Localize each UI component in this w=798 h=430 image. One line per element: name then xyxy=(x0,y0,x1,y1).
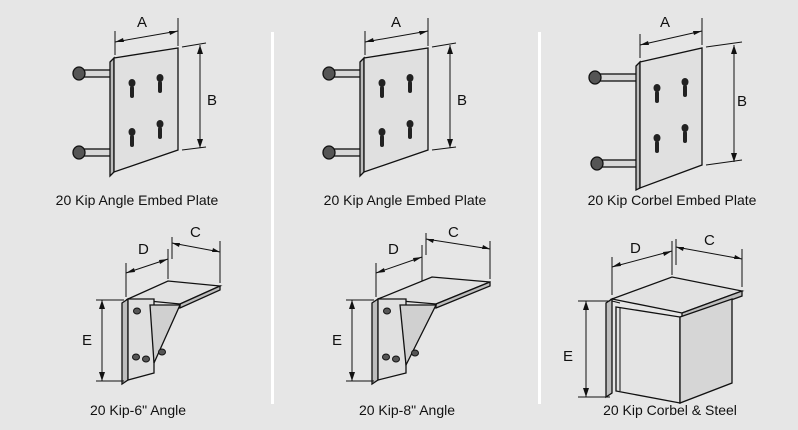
caption-20-kip-6-inch-angle: 20 Kip-6" Angle xyxy=(89,402,187,418)
caption-20-kip-corbel-embed-plate: 20 Kip Corbel Embed Plate xyxy=(587,192,757,208)
column-divider-right xyxy=(538,32,541,404)
dimension-label-a: A xyxy=(660,14,670,31)
caption-20-kip-angle-embed-plate-2: 20 Kip Angle Embed Plate xyxy=(323,192,487,208)
caption-20-kip-angle-embed-plate-1: 20 Kip Angle Embed Plate xyxy=(55,192,219,208)
caption-20-kip-corbel-and-steel: 20 Kip Corbel & Steel xyxy=(603,402,737,418)
dimension-label-d: D xyxy=(630,240,641,257)
corbel-embed-plate-drawing: A B xyxy=(588,14,747,192)
dimension-label-d: D xyxy=(138,241,149,258)
embed-plate-drawing-2: A B xyxy=(322,14,467,178)
angle-6-inch-drawing: D C E xyxy=(82,224,223,386)
dimension-label-d: D xyxy=(388,241,399,258)
dimension-label-c: C xyxy=(704,232,715,249)
dimension-label-a: A xyxy=(137,14,147,31)
dimension-label-c: C xyxy=(190,224,201,241)
column-divider-left xyxy=(271,32,274,404)
corbel-and-steel-drawing: D C E xyxy=(563,232,745,404)
dimension-label-a: A xyxy=(391,14,401,31)
caption-20-kip-8-inch-angle: 20 Kip-8" Angle xyxy=(358,402,456,418)
dimension-label-b: B xyxy=(457,92,467,109)
embed-plate-drawing-1: A B xyxy=(72,14,217,178)
dimension-label-e: E xyxy=(563,348,573,365)
dimension-label-c: C xyxy=(448,224,459,241)
dimension-label-e: E xyxy=(82,332,92,349)
angle-8-inch-drawing: D C E xyxy=(332,224,491,386)
dimension-label-e: E xyxy=(332,332,342,349)
dimension-label-b: B xyxy=(737,93,747,110)
dimension-label-b: B xyxy=(207,92,217,109)
